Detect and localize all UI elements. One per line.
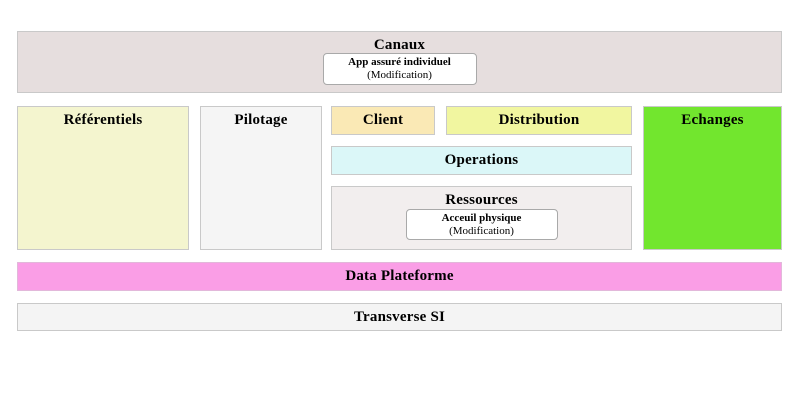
echanges-label: Echanges xyxy=(681,112,744,128)
distribution-block: Distribution xyxy=(446,106,632,135)
pilotage-label: Pilotage xyxy=(234,112,288,128)
transverse-si-band: Transverse SI xyxy=(17,303,782,331)
transverse-si-label: Transverse SI xyxy=(353,308,446,325)
operations-label: Operations xyxy=(444,152,519,168)
pilotage-block: Pilotage xyxy=(200,106,322,250)
distribution-label: Distribution xyxy=(498,112,580,128)
acceuil-physique-title: Acceuil physique xyxy=(441,211,522,224)
ressources-label: Ressources xyxy=(445,192,518,208)
app-assure-individuel-card: App assuré individuel (Modification) xyxy=(322,53,477,85)
app-assure-individuel-title: App assuré individuel xyxy=(348,56,451,69)
acceuil-physique-card: Acceuil physique (Modification) xyxy=(405,209,558,240)
data-plateforme-label: Data Plateforme xyxy=(345,268,454,284)
canaux-label: Canaux xyxy=(373,37,426,53)
ressources-block: Ressources Acceuil physique (Modificatio… xyxy=(331,186,632,250)
referentiels-label: Référentiels xyxy=(63,112,143,128)
app-assure-individuel-subtitle: (Modification) xyxy=(367,69,432,81)
echanges-block: Echanges xyxy=(643,106,782,250)
referentiels-block: Référentiels xyxy=(17,106,189,250)
canaux-band: Canaux App assuré individuel (Modificati… xyxy=(17,31,782,93)
client-block: Client xyxy=(331,106,435,135)
data-plateforme-band: Data Plateforme xyxy=(17,262,782,291)
operations-block: Operations xyxy=(331,146,632,175)
acceuil-physique-subtitle: (Modification) xyxy=(449,224,514,237)
client-label: Client xyxy=(362,112,404,128)
